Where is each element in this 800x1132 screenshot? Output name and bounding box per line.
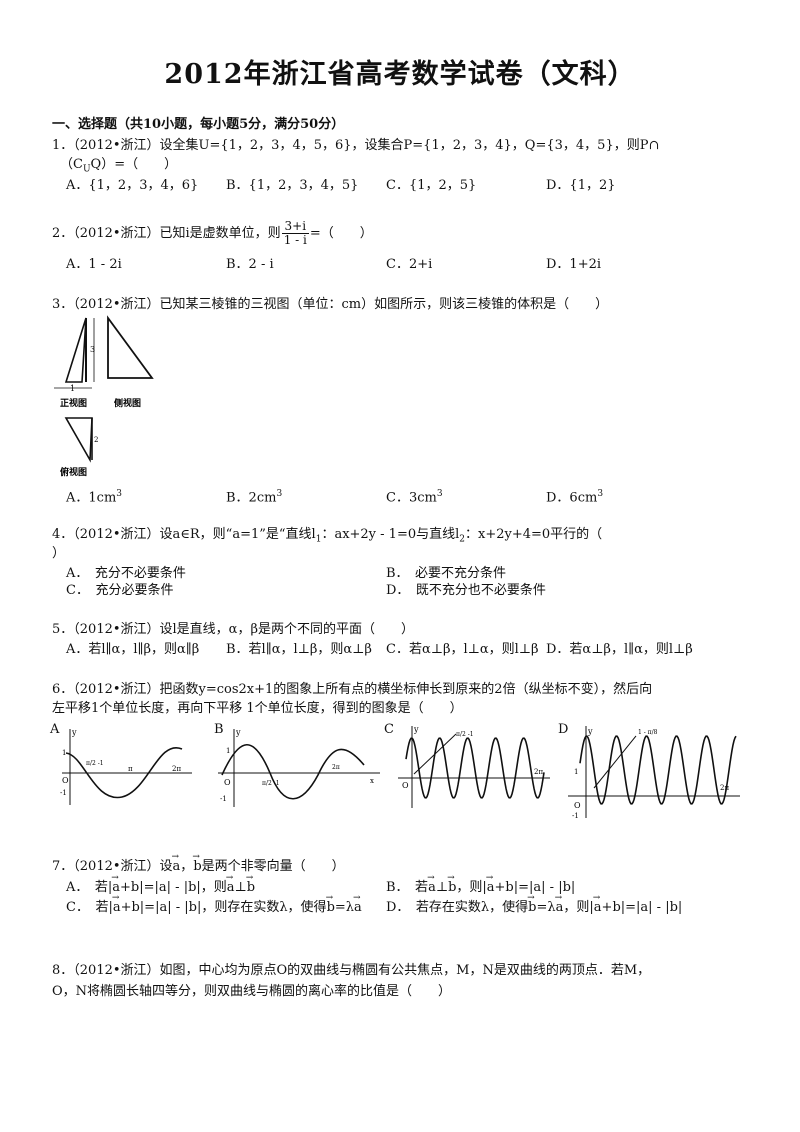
section-heading: 一、选择题（共10小题，每小题5分，满分50分） [52,117,345,132]
q1-option-d[interactable]: D．{1，2} [546,178,616,193]
q3-stem: 3．（2012•浙江）已知某三棱锥的三视图（单位：cm）如图所示，则该三棱锥的体… [52,297,609,312]
svg-text:π/2 -1: π/2 -1 [86,760,104,767]
page-title: 2012年浙江省高考数学试卷（文科） [164,59,636,90]
q6-stem-line2: 左平移1个单位长度，再向下平移 1个单位长度，得到的图象是（ ） [52,701,463,716]
q6-stem: 6．（2012•浙江）把函数y=cos2x+1的图象上所有点的横坐标伸长到原来的… [52,682,653,697]
front-view-shape [64,317,87,383]
svg-text:2π: 2π [534,768,543,776]
q2-option-b[interactable]: B．2 - i [226,257,274,272]
q5-option-d[interactable]: D．若α⊥β，l∥α，则l⊥β [546,642,693,657]
q6-graph-a: y O 1 π/2 -1 π 2π -1 [60,728,192,805]
svg-text:y: y [71,728,77,737]
svg-text:-1: -1 [220,795,227,803]
q2-option-c[interactable]: C．2+i [386,257,433,272]
q7-option-c[interactable]: C． 若|a+b|=|a| - |b|，则存在实数λ，使得b=λa [66,890,362,916]
q7-option-a[interactable]: A． 若|a+b|=|a| - |b|，则a⊥b [66,870,255,896]
svg-text:π: π [128,765,133,773]
q5-option-b[interactable]: B．若l∥α，l⊥β，则α⊥β [226,642,372,657]
top-view-label: 俯视图 [60,466,87,478]
q6-option-b[interactable]: B [214,722,224,737]
q5-option-a[interactable]: A．若l∥α，l∥β，则α∥β [66,642,200,657]
svg-text:-1: -1 [60,789,67,797]
svg-text:2π: 2π [332,764,340,771]
q4-option-d[interactable]: D． 既不充分也不必要条件 [386,583,546,598]
q5-stem: 5．（2012•浙江）设l是直线，α，β是两个不同的平面（ ） [52,622,414,637]
svg-text:y: y [587,727,593,736]
svg-text:O: O [62,776,69,785]
q4-option-a[interactable]: A． 充分不必要条件 [66,566,186,581]
q1-stem: 1．（2012•浙江）设全集U={1，2，3，4，5，6}，设集合P={1，2，… [52,138,660,153]
q6-option-a[interactable]: A [50,722,60,737]
q6-graph-c: y O π/2 -1 2π [398,725,550,808]
svg-text:x: x [370,777,374,785]
q4-stem-line2: ） [52,546,66,561]
svg-text:π/2 -1: π/2 -1 [456,731,474,738]
q7-option-d[interactable]: D． 若存在实数λ，使得b=λa，则|a+b|=|a| - |b| [386,890,682,916]
svg-text:O: O [402,781,409,790]
svg-text:1: 1 [574,768,578,776]
svg-text:1: 1 [226,747,230,755]
q6-option-d[interactable]: D [558,722,569,737]
svg-text:y: y [413,725,419,734]
svg-text:π/2 -1: π/2 -1 [262,780,280,787]
q6-option-c[interactable]: C [384,722,394,737]
q7-stem: 7．（2012•浙江）设a，b是两个非零向量（ ） [52,849,345,875]
q7-option-b[interactable]: B． 若a⊥b，则|a+b|=|a| - |b| [386,870,575,896]
q4-option-c[interactable]: C． 充分必要条件 [66,583,174,598]
front-view-label: 正视图 [60,397,87,409]
dim-1-label: 1 [70,384,75,393]
q4-option-b[interactable]: B． 必要不充分条件 [386,566,507,581]
svg-text:1: 1 [62,749,66,757]
q1-stem-line2: （CUQ）=（ ） [60,157,178,175]
q8-stem-line2: O，N将椭圆长轴四等分，则双曲线与椭圆的离心率的比值是（ ） [52,984,452,999]
q1-option-c[interactable]: C．{1，2，5} [386,178,477,193]
dim-2-label: 2 [94,436,98,444]
q6-graph-b: y O 1 π/2 -1 2π x -1 [218,728,380,807]
q4-stem: 4．（2012•浙江）设a∈R，则“a=1”是“直线l1：ax+2y - 1=0… [52,527,603,545]
q3-option-a[interactable]: A．1cm3 [66,489,123,506]
q3-option-b[interactable]: B．2cm3 [226,489,283,506]
dim-3-label: 3 [90,345,95,354]
q1-option-b[interactable]: B．{1，2，3，4，5} [226,178,359,193]
q5-option-c[interactable]: C．若α⊥β，l⊥α，则l⊥β [386,642,539,657]
q3-option-d[interactable]: D．6cm3 [546,489,604,506]
q1-option-a[interactable]: A．{1，2，3，4，6} [66,178,199,193]
q3-three-views-figure: 3 1 正视图 侧视图 2 俯视图 [54,315,154,478]
svg-text:-1: -1 [572,812,579,820]
q3-option-c[interactable]: C．3cm3 [386,489,443,506]
side-view-shape [107,315,154,379]
svg-text:y: y [235,728,241,737]
svg-text:O: O [574,801,581,810]
svg-text:O: O [224,778,231,787]
top-view-shape [64,417,93,463]
svg-text:1 - π/8: 1 - π/8 [638,729,658,736]
q2-option-a[interactable]: A．1 - 2i [66,257,122,272]
side-view-label: 侧视图 [114,397,141,409]
q6-graph-d: y O 1 -1 1 - π/8 2π [568,726,740,820]
q8-stem: 8．（2012•浙江）如图，中心均为原点O的双曲线与椭圆有公共焦点，M，N是双曲… [52,963,651,978]
svg-text:2π: 2π [172,765,181,773]
q2-option-d[interactable]: D．1+2i [546,257,602,272]
svg-text:2π: 2π [720,784,729,792]
